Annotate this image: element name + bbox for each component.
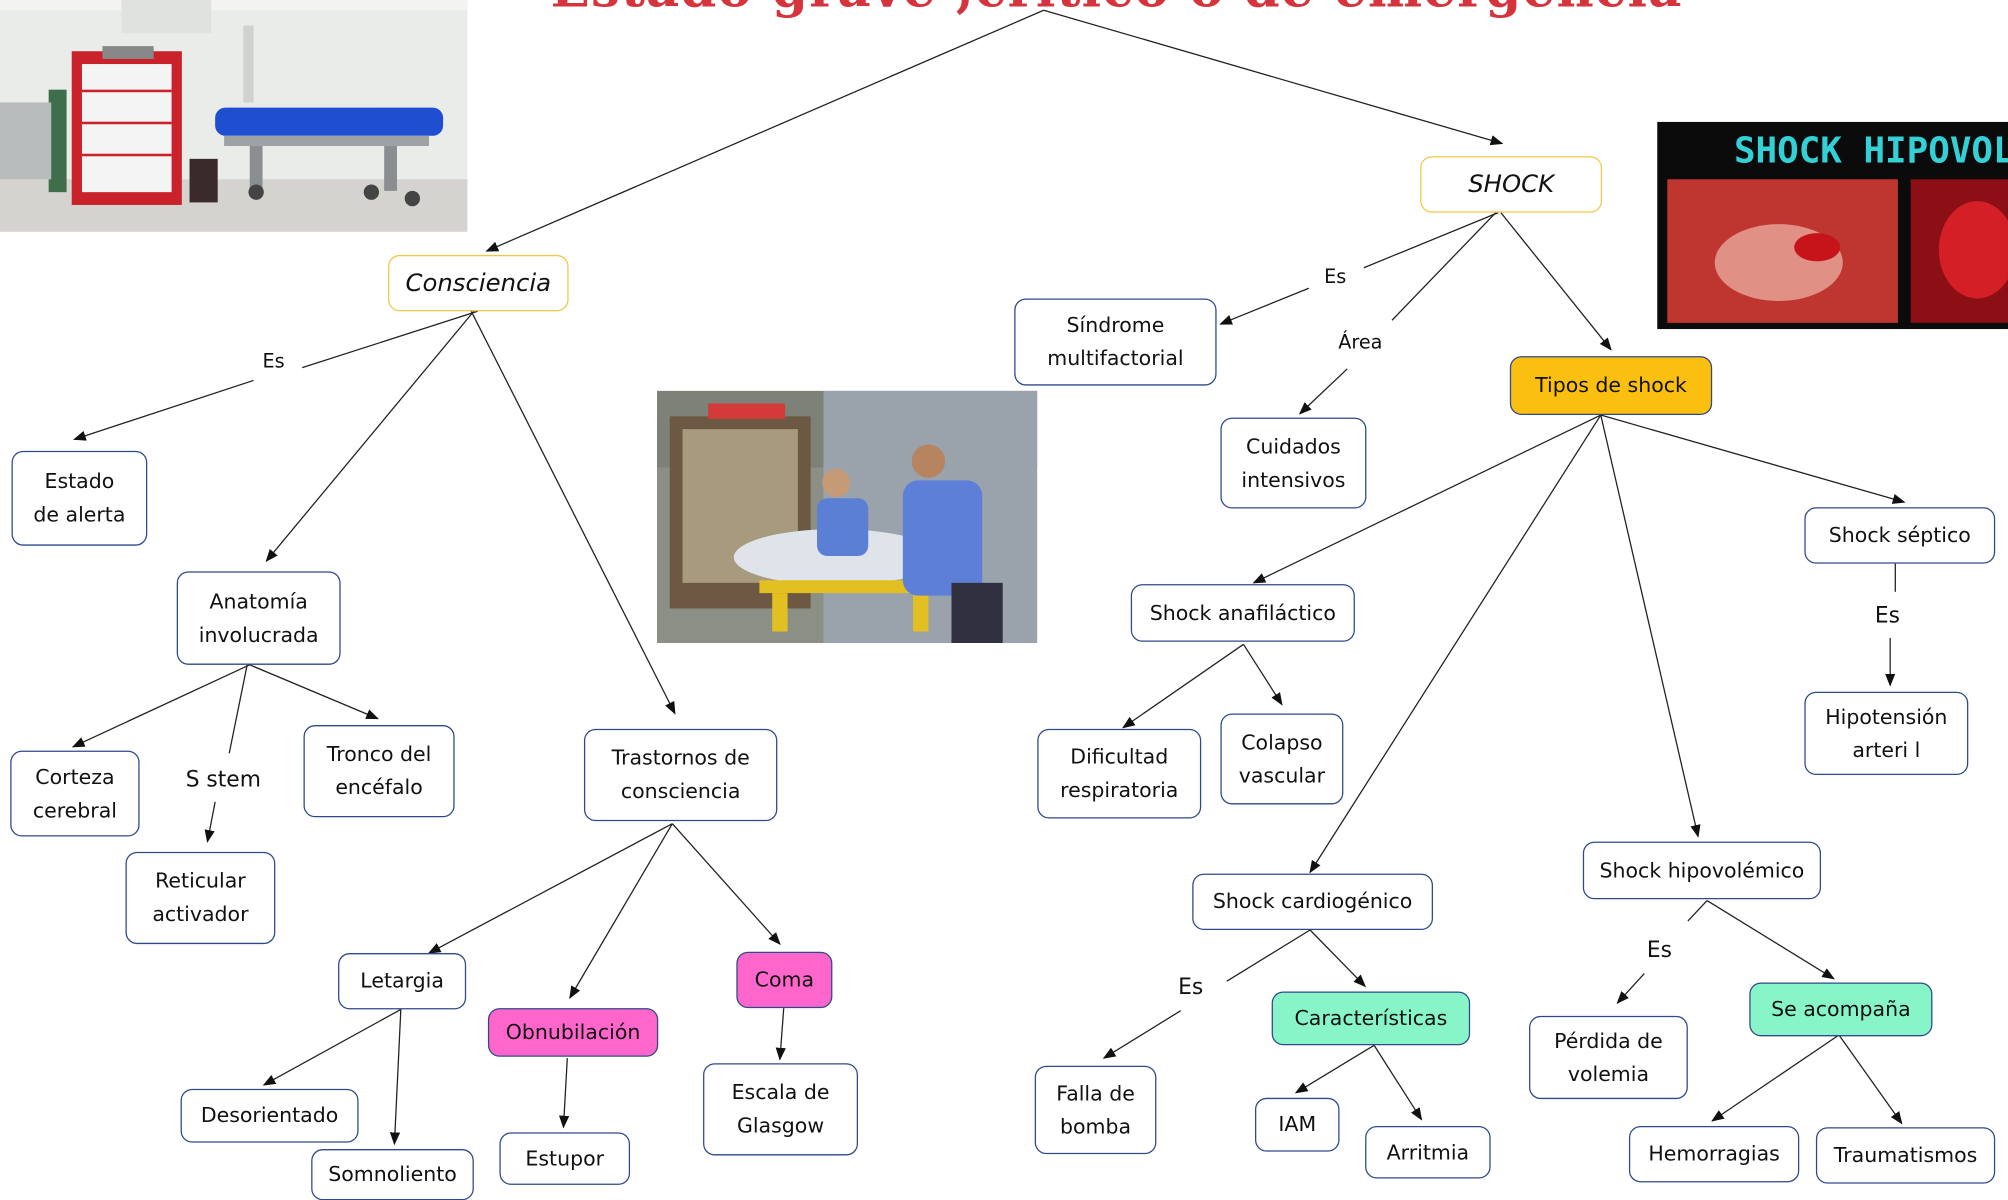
edge-trastornos-coma <box>671 823 781 946</box>
edge-es-sindrome <box>1219 287 1310 325</box>
node-falla-de-bomba: Falla de bomba <box>1034 1065 1157 1155</box>
edge-area-cuidados <box>1298 368 1348 415</box>
edge-es-perdida <box>1616 973 1645 1004</box>
edge-caract-arritmia <box>1373 1044 1423 1121</box>
label-es-cardio: Es <box>1175 976 1206 1000</box>
node-se-acompana: Se acompaña <box>1749 982 1933 1037</box>
edge-consciencia-es <box>302 310 478 369</box>
edge-coma-glasgow <box>775 1008 786 1061</box>
node-dificultad-respiratoria: Dificultad respiratoria <box>1037 728 1202 819</box>
node-shock-anafilactico: Shock anafiláctico <box>1130 584 1355 642</box>
node-estado-de-alerta: Estado de alerta <box>11 450 148 546</box>
node-coma: Coma <box>736 951 833 1009</box>
node-anatomia-involucrada: Anatomía involucrada <box>176 571 341 665</box>
edge-shock-tipos <box>1500 212 1612 351</box>
hospital-room-photo <box>0 0 468 232</box>
node-trastornos-de-consciencia: Trastornos de consciencia <box>583 728 778 822</box>
node-hemorragias: Hemorragias <box>1628 1125 1800 1183</box>
label-es-consciencia: Es <box>259 349 288 373</box>
node-traumatismos: Traumatismos <box>1815 1127 1996 1184</box>
label-es-septico: Es <box>1872 604 1903 628</box>
banner-text: SHOCK HIPOVOLÉMICO <box>1733 129 2008 172</box>
edge-es-falla <box>1102 1010 1182 1059</box>
edge-tipos-hipovolemico <box>1600 414 1701 838</box>
node-iam: IAM <box>1254 1097 1340 1152</box>
node-consciencia: Consciencia <box>388 254 569 312</box>
node-reticular-activador: Reticular activador <box>125 851 276 945</box>
node-letargia: Letargia <box>338 953 467 1010</box>
edge-anafilactico-dificultad <box>1122 643 1244 729</box>
node-desorientado: Desorientado <box>180 1088 359 1143</box>
edge-anatomia-sstem <box>228 664 248 754</box>
node-arritmia: Arritmia <box>1365 1125 1491 1179</box>
edge-hipo-acompana <box>1706 899 1835 980</box>
edge-cardio-es <box>1226 929 1311 982</box>
node-corteza-cerebral: Corteza cerebral <box>10 750 140 837</box>
label-area: Área <box>1335 330 1386 354</box>
edge-es-alerta <box>73 379 254 441</box>
edge-obnubilacion-estupor <box>558 1058 570 1129</box>
node-cuidados-intensivos: Cuidados intensivos <box>1220 417 1367 509</box>
edge-caract-iam <box>1294 1044 1375 1094</box>
node-somnoliento: Somnoliento <box>311 1149 474 1200</box>
node-estupor: Estupor <box>499 1132 631 1185</box>
node-shock: SHOCK <box>1420 156 1603 213</box>
edge-sstem-reticular <box>204 801 216 843</box>
edge-acompana-traumatismos <box>1838 1034 1903 1125</box>
node-shock-hipovolemico: Shock hipovolémico <box>1582 841 1822 900</box>
node-tipos-de-shock: Tipos de shock <box>1509 356 1713 416</box>
label-es-shock: Es <box>1321 265 1349 289</box>
node-perdida-de-volemia: Pérdida de volemia <box>1529 1015 1688 1100</box>
edge-title-shock <box>1043 9 1504 146</box>
edge-consciencia-trastornos <box>470 310 676 715</box>
edge-consciencia-anatomia <box>265 310 475 563</box>
edge-letargia-desorientado <box>262 1008 402 1086</box>
edge-letargia-somnoliento <box>389 1009 402 1146</box>
edge-title-consciencia <box>485 9 1044 252</box>
edge-trastornos-letargia <box>427 823 673 954</box>
ambulance-photo <box>656 390 1038 644</box>
edge-tipos-cardiogenico <box>1309 414 1602 874</box>
label-es-hipo: Es <box>1644 938 1675 963</box>
node-shock-cardiogenico: Shock cardiogénico <box>1192 873 1434 930</box>
node-colapso-vascular: Colapso vascular <box>1220 713 1344 805</box>
label-sstem: S stem <box>183 768 264 792</box>
diagram-title: Estado grave ,crítico o de emergencia <box>551 0 1683 19</box>
node-obnubilacion: Obnubilación <box>487 1008 659 1057</box>
node-tronco-del-encefalo: Tronco del encéfalo <box>303 725 455 818</box>
edge-anatomia-corteza <box>71 664 250 748</box>
edge-shock-es <box>1363 212 1499 269</box>
edge-trastornos-obnubilacion <box>569 823 673 999</box>
edge-hipo-es <box>1687 900 1708 922</box>
edge-cardio-caracteristicas <box>1309 929 1367 988</box>
edge-acompana-hemorragias <box>1711 1034 1840 1122</box>
shock-hipovolemico-banner: SHOCK HIPOVOLÉMICO <box>1657 121 2008 330</box>
node-caracteristicas: Características <box>1271 991 1471 1046</box>
edge-shock-area <box>1391 212 1497 321</box>
node-shock-septico: Shock séptico <box>1804 507 1996 564</box>
edge-tipos-septico <box>1600 414 1906 504</box>
node-hipotension-arterial: Hipotensión arteri l <box>1804 691 1969 775</box>
edge-tipos-anafilactico <box>1252 414 1602 584</box>
node-escala-de-glasgow: Escala de Glasgow <box>703 1063 859 1156</box>
edge-anatomia-tronco <box>249 664 379 720</box>
node-sindrome-multifactorial: Síndrome multifactorial <box>1014 298 1217 386</box>
edge-anafilactico-colapso <box>1242 643 1283 706</box>
